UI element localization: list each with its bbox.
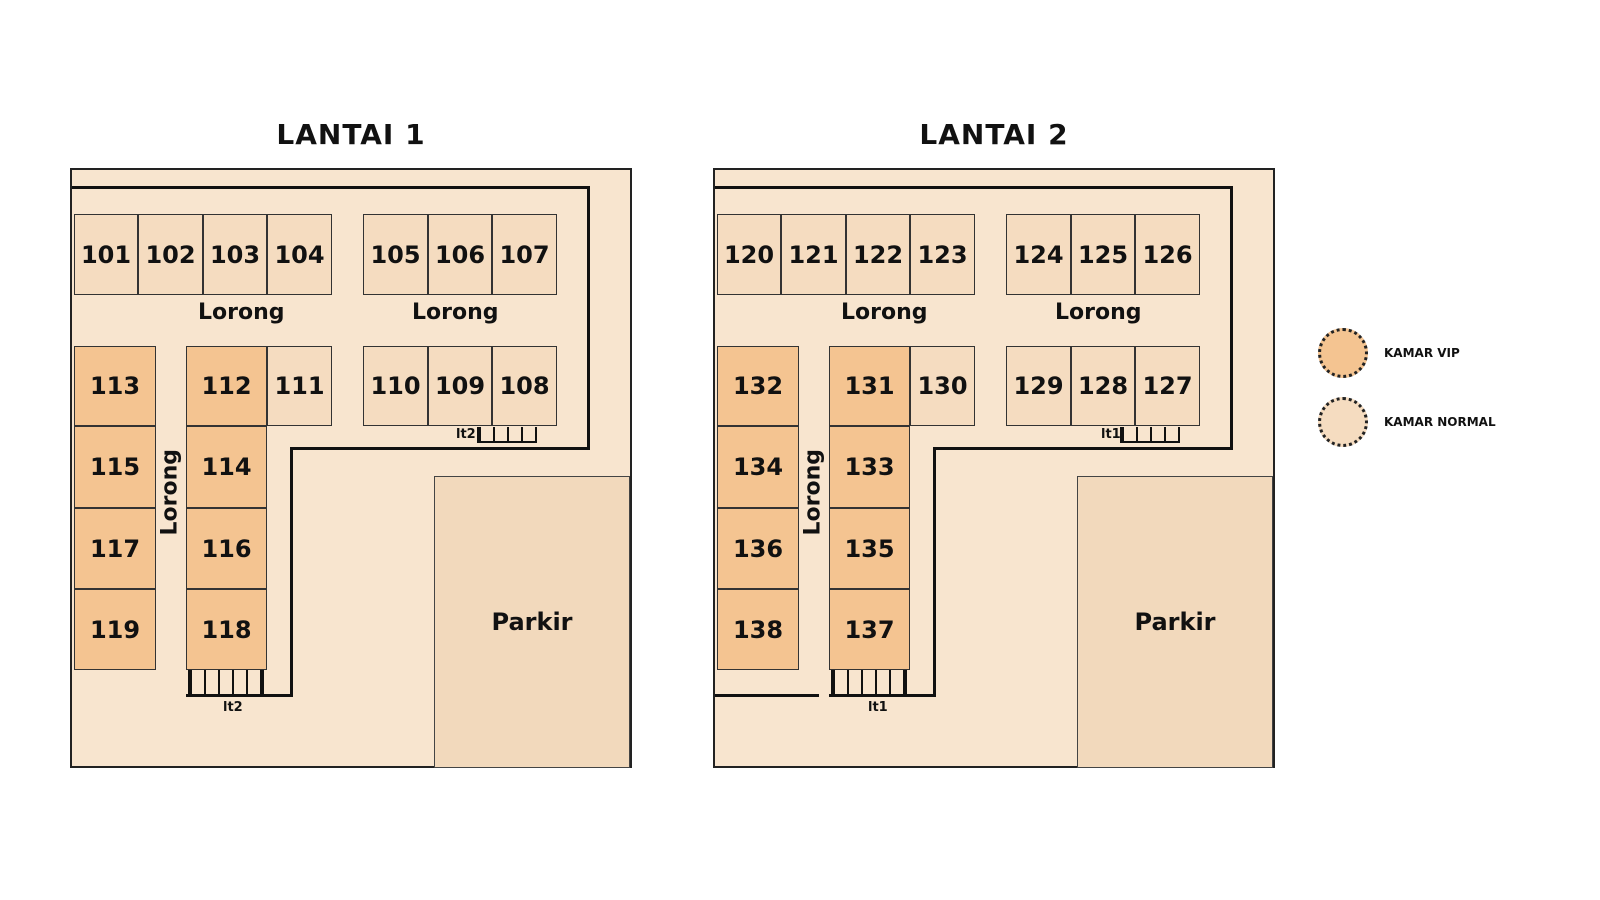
room[interactable]: 103 [203, 214, 267, 295]
room-vip[interactable]: 112 [186, 346, 267, 426]
room-vip[interactable]: 117 [74, 508, 156, 589]
room-vip[interactable]: 113 [74, 346, 156, 426]
room[interactable]: 105 [363, 214, 428, 295]
room[interactable]: 121 [781, 214, 846, 295]
room[interactable]: 128 [1071, 346, 1135, 426]
room[interactable]: 108 [492, 346, 557, 426]
legend-normal-label: KAMAR NORMAL [1384, 415, 1496, 429]
room-vip[interactable]: 118 [186, 589, 267, 670]
corridor-label: Lorong [157, 448, 183, 536]
room[interactable]: 102 [138, 214, 203, 295]
stairs[interactable] [188, 670, 264, 696]
room[interactable]: 125 [1071, 214, 1135, 295]
room-vip[interactable]: 132 [717, 346, 799, 426]
wall [715, 694, 819, 697]
legend-normal: KAMAR NORMAL [1318, 397, 1496, 447]
wall [1230, 186, 1233, 450]
room-vip[interactable]: 114 [186, 426, 267, 508]
stairs[interactable] [477, 427, 537, 443]
floor-2-title: LANTAI 2 [919, 118, 1069, 151]
stairs[interactable] [1120, 427, 1180, 443]
room[interactable]: 122 [846, 214, 910, 295]
room[interactable]: 120 [717, 214, 781, 295]
corridor-label: Lorong [412, 300, 499, 325]
wall [933, 447, 1233, 450]
room[interactable]: 129 [1006, 346, 1071, 426]
corridor-label: Lorong [800, 448, 826, 536]
wall [290, 447, 590, 450]
room-vip[interactable]: 137 [829, 589, 910, 670]
stair-label: lt1 [1101, 427, 1121, 442]
room-vip[interactable]: 135 [829, 508, 910, 589]
parking-area[interactable]: Parkir [1077, 476, 1273, 768]
parking-label: Parkir [491, 608, 573, 636]
room[interactable]: 110 [363, 346, 428, 426]
room[interactable]: 101 [74, 214, 138, 295]
floor-1-plan: 101 102 103 104 105 106 107 Lorong Loron… [70, 168, 632, 768]
room-vip[interactable]: 115 [74, 426, 156, 508]
wall [715, 186, 1233, 189]
corridor-label: Lorong [841, 300, 928, 325]
room-vip[interactable]: 116 [186, 508, 267, 589]
corridor-label: Lorong [1055, 300, 1142, 325]
floor-2-plan: 120 121 122 123 124 125 126 Lorong Loron… [713, 168, 1275, 768]
room[interactable]: 127 [1135, 346, 1200, 426]
room[interactable]: 124 [1006, 214, 1071, 295]
room[interactable]: 123 [910, 214, 975, 295]
room-vip[interactable]: 131 [829, 346, 910, 426]
room-vip[interactable]: 134 [717, 426, 799, 508]
room[interactable]: 109 [428, 346, 492, 426]
room-vip[interactable]: 119 [74, 589, 156, 670]
room-vip[interactable]: 136 [717, 508, 799, 589]
stairs[interactable] [831, 670, 907, 696]
room[interactable]: 104 [267, 214, 332, 295]
legend-normal-swatch [1318, 397, 1368, 447]
room[interactable]: 130 [910, 346, 975, 426]
stair-label: lt2 [456, 427, 476, 442]
legend-vip-label: KAMAR VIP [1384, 346, 1460, 360]
room[interactable]: 126 [1135, 214, 1200, 295]
room[interactable]: 107 [492, 214, 557, 295]
legend-vip-swatch [1318, 328, 1368, 378]
wall [72, 186, 590, 189]
wall [933, 447, 936, 697]
legend-vip: KAMAR VIP [1318, 328, 1460, 378]
wall [290, 447, 293, 697]
corridor-label: Lorong [198, 300, 285, 325]
stair-label: lt2 [223, 700, 243, 715]
floor-1-title: LANTAI 1 [276, 118, 426, 151]
room[interactable]: 106 [428, 214, 492, 295]
wall [587, 186, 590, 450]
parking-label: Parkir [1134, 608, 1216, 636]
parking-area[interactable]: Parkir [434, 476, 630, 768]
room-vip[interactable]: 138 [717, 589, 799, 670]
room-vip[interactable]: 133 [829, 426, 910, 508]
room[interactable]: 111 [267, 346, 332, 426]
stair-label: lt1 [868, 700, 888, 715]
